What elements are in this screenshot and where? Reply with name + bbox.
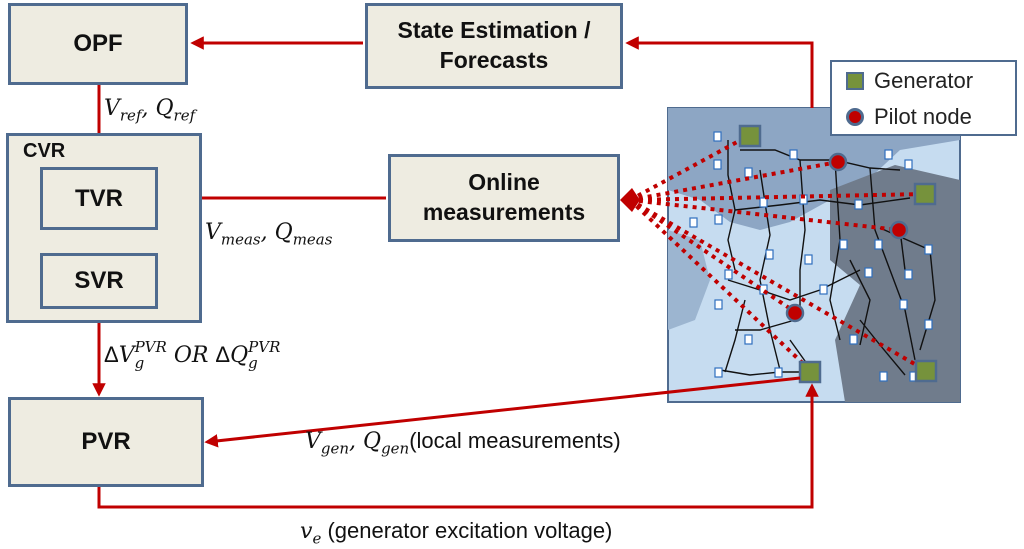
online-measurements-label-line1: Online: [468, 169, 540, 196]
network-region-west: [668, 230, 710, 330]
online-measurements-block: Online measurements: [388, 154, 620, 242]
pilot-node-marker: [828, 152, 848, 172]
pilot-node-swatch-icon: [846, 108, 864, 126]
generator-markers: [738, 124, 938, 384]
gen-signal-label: Vgen, Qgen(local measurements): [305, 428, 621, 458]
legend-generator-label: Generator: [874, 68, 974, 93]
pvr-block: PVR: [8, 397, 204, 487]
tvr-label: TVR: [75, 184, 123, 212]
pilot-node-marker: [785, 303, 805, 323]
state-estimation-block: State Estimation / Forecasts: [365, 3, 623, 89]
pvr-label: PVR: [81, 428, 131, 456]
legend-item-generator: Generator: [846, 68, 973, 94]
measurement-source-marker: [620, 188, 640, 212]
legend: Generator Pilot node: [830, 60, 1017, 136]
generator-marker: [738, 124, 762, 148]
arrow-pvr-to-generator: [97, 383, 819, 509]
legend-item-pilot-node: Pilot node: [846, 104, 972, 130]
excitation-signal-label: ve (generator excitation voltage): [300, 518, 613, 548]
online-measurements-label-line2: measurements: [422, 199, 586, 225]
generator-marker: [913, 182, 937, 206]
legend-pilot-node-label: Pilot node: [874, 104, 972, 129]
opf-block: OPF: [8, 3, 188, 85]
measurement-links: [628, 133, 926, 372]
pilot-node-markers: [785, 152, 909, 323]
pilot-node-marker: [889, 220, 909, 240]
ref-signal-label: Vref, Qref: [104, 96, 196, 125]
state-estimation-label-line1: State Estimation /: [397, 17, 591, 44]
state-estimation-label-line2: Forecasts: [439, 47, 549, 73]
network-map: [628, 107, 961, 403]
svr-label: SVR: [74, 267, 124, 295]
generator-swatch-icon: [846, 72, 864, 90]
arrow-network-to-state-estimation: [625, 36, 814, 108]
tvr-block: TVR: [40, 167, 158, 230]
cvr-label: CVR: [23, 140, 66, 162]
arrow-generator-to-pvr: [204, 376, 801, 448]
generator-marker: [798, 360, 822, 384]
meas-signal-label: Vmeas, Qmeas: [205, 220, 333, 249]
svr-block: SVR: [40, 253, 158, 309]
opf-label: OPF: [73, 30, 123, 58]
generator-marker: [914, 359, 938, 383]
